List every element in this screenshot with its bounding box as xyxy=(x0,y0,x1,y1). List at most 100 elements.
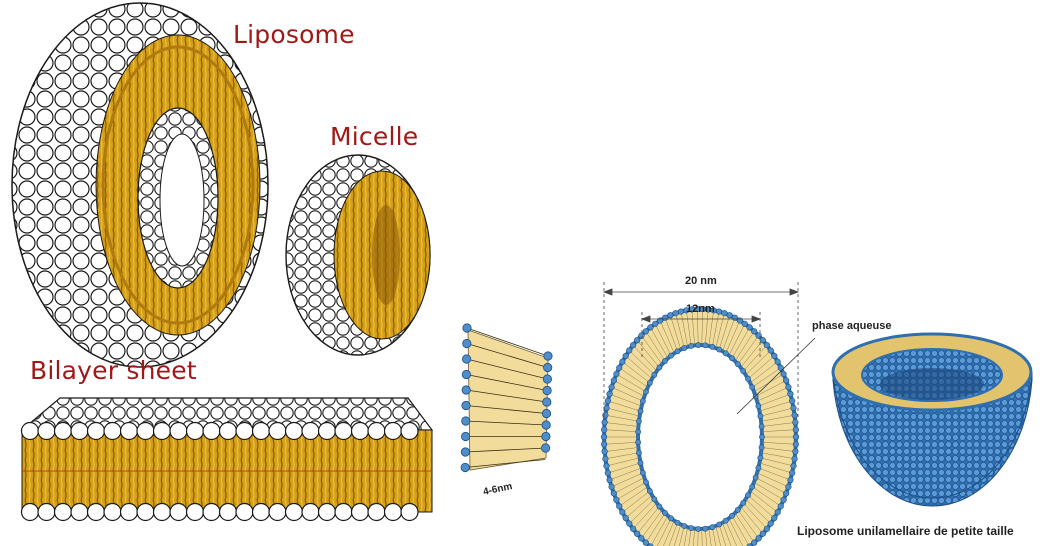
lipid-head xyxy=(759,434,764,439)
lipid-head xyxy=(462,386,470,394)
lipid-head xyxy=(542,409,550,417)
lipid-head xyxy=(170,423,187,440)
lipid-head xyxy=(781,497,787,503)
lipid-head xyxy=(639,333,645,339)
lipid-head xyxy=(352,423,369,440)
lipid-head xyxy=(717,347,722,352)
lipid-head xyxy=(745,376,750,381)
lipid-head xyxy=(756,403,761,408)
lipid-head xyxy=(735,362,740,367)
lipid-head xyxy=(601,442,607,448)
lipid-head xyxy=(604,405,610,411)
membrane-segment-illustration xyxy=(461,324,552,472)
lipid-head xyxy=(727,312,733,318)
lipid-head xyxy=(678,309,684,315)
lipid-head xyxy=(170,504,187,521)
lipid-head xyxy=(648,325,654,331)
lipid-head xyxy=(793,442,799,448)
lipid-head xyxy=(121,504,138,521)
lipid-head xyxy=(793,427,799,433)
lipid-head xyxy=(609,484,615,490)
lipid-head xyxy=(616,503,622,509)
lipid-head xyxy=(636,450,641,455)
lipid-head xyxy=(751,540,757,546)
lipid-head xyxy=(203,504,220,521)
lipid-head xyxy=(788,477,794,483)
lipid-head xyxy=(723,351,728,356)
lipid-head xyxy=(607,391,613,397)
lipid-head xyxy=(71,423,88,440)
lipid-head xyxy=(652,497,657,502)
lipid-head xyxy=(781,371,787,377)
lipid-head xyxy=(614,371,620,377)
lipid-head xyxy=(662,358,667,363)
lipid-head xyxy=(643,389,648,394)
lipid-head xyxy=(742,321,748,327)
lipid-head xyxy=(636,440,641,445)
lipid-head xyxy=(71,504,88,521)
lipid-head xyxy=(104,423,121,440)
lipid-head xyxy=(793,449,799,455)
lipid-head xyxy=(652,372,657,377)
lipid-head xyxy=(662,315,668,321)
lipid-head xyxy=(611,491,617,497)
lipid-head xyxy=(544,363,552,371)
lipid-head xyxy=(541,444,549,452)
lipid-head xyxy=(352,504,369,521)
lipid-head xyxy=(620,509,626,515)
lipid-head xyxy=(543,386,551,394)
lipid-head xyxy=(793,420,799,426)
lipid-head xyxy=(792,456,798,462)
lipid-head xyxy=(745,493,750,498)
lipid-head xyxy=(729,356,734,361)
lipid-head xyxy=(760,337,766,343)
lipid-head xyxy=(616,365,622,371)
lipid-head xyxy=(462,401,470,409)
lipid-head xyxy=(741,368,746,373)
lipid-head xyxy=(636,429,641,434)
lipid-head xyxy=(302,423,319,440)
lipid-head xyxy=(154,504,171,521)
lipid-head xyxy=(463,339,471,347)
lipid-head xyxy=(703,343,708,348)
lipid-head xyxy=(461,432,469,440)
lipid-head xyxy=(750,484,755,489)
lipid-head xyxy=(286,423,303,440)
lipid-head xyxy=(462,370,470,378)
lipid-head xyxy=(723,518,728,523)
lipid-head xyxy=(759,445,764,450)
lipid-head xyxy=(368,423,385,440)
lipid-head xyxy=(401,504,418,521)
liposome-illustration xyxy=(12,3,268,367)
lipid-head xyxy=(602,420,608,426)
lipid-head xyxy=(319,504,336,521)
caption-label: Liposome unilamellaire de petite taille xyxy=(797,524,1014,538)
lipid-head xyxy=(640,399,645,404)
lipid-head xyxy=(22,423,39,440)
lipid-head xyxy=(55,423,72,440)
lipid-head xyxy=(643,480,648,485)
lipid-head xyxy=(253,423,270,440)
liposome-label: Liposome xyxy=(233,20,355,49)
lipid-head xyxy=(640,470,645,475)
inner-diameter-label: 12nm xyxy=(686,303,715,315)
lipid-head xyxy=(652,321,658,327)
lipid-head xyxy=(286,504,303,521)
lipid-head xyxy=(626,521,632,527)
lipid-head xyxy=(783,491,789,497)
lipid-head xyxy=(623,353,629,359)
lipid-head xyxy=(38,504,55,521)
lipid-head xyxy=(768,348,774,354)
lipid-head xyxy=(789,470,795,476)
lipid-head xyxy=(710,344,715,349)
lipid-head xyxy=(768,521,774,527)
lipid-head xyxy=(756,465,761,470)
lipid-head xyxy=(335,423,352,440)
lipid-head xyxy=(788,391,794,397)
lipid-head xyxy=(187,423,204,440)
lipid-head xyxy=(630,342,636,348)
lipid-head xyxy=(385,504,402,521)
lipid-head xyxy=(717,522,722,527)
lipid-head xyxy=(662,510,667,515)
lipid-head xyxy=(462,417,470,425)
